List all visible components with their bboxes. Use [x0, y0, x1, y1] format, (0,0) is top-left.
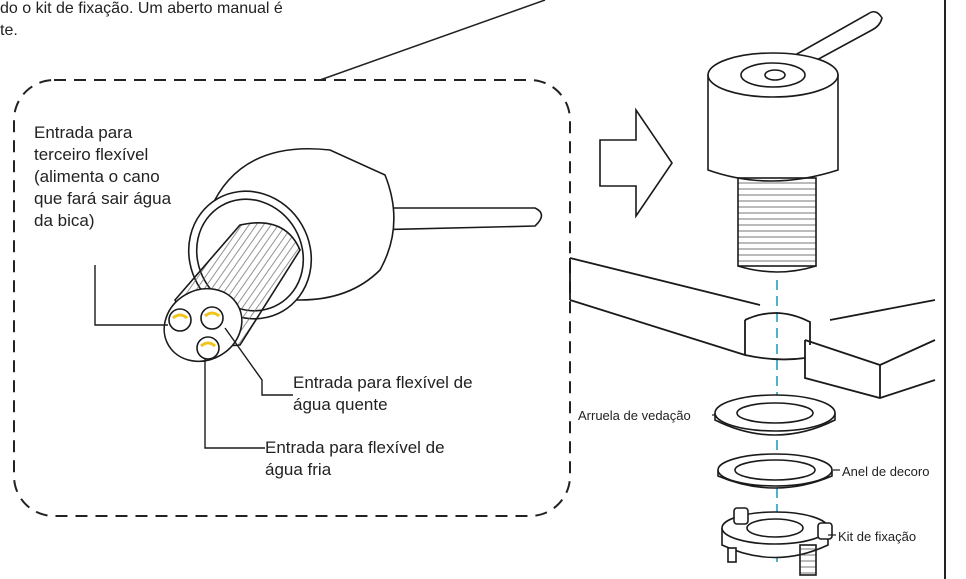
decor-ring: [717, 453, 833, 489]
label-third-line-4: que fará sair água: [34, 189, 172, 208]
intro-line-2: te.: [0, 22, 18, 39]
label-third-inlet: Entrada para terceiro flexível (alimenta…: [34, 122, 171, 232]
intro-line-1: do o kit de fixação. Um aberto manual é: [0, 0, 283, 17]
fixing-kit: [721, 507, 833, 576]
faucet-cap-hole: [764, 69, 786, 81]
label-third-line-2: terceiro flexível: [34, 145, 149, 164]
inlet-hot: [200, 306, 224, 330]
label-fixing-kit: Kit de fixação: [838, 529, 917, 544]
label-third-line-5: da bica): [34, 211, 95, 230]
inlet-third-yellow: [172, 313, 188, 320]
countertop-top-edge: [569, 257, 936, 321]
faucet-base-zoomed: [163, 148, 543, 363]
countertop: [569, 257, 936, 399]
fixing-kit-screw: [799, 544, 817, 576]
countertop-front-left: [569, 299, 746, 357]
label-hot-inlet: Entrada para flexível de água quente: [293, 372, 473, 416]
label-third-line-1: Entrada para: [34, 123, 133, 142]
side-leaders: [712, 414, 840, 536]
countertop-hole-front: [744, 354, 806, 361]
label-hot-line-1: Entrada para flexível de: [293, 373, 473, 392]
faucet-side-view: [707, 10, 883, 273]
fixing-kit-post-right: [817, 522, 833, 540]
sealing-washer: [714, 394, 836, 436]
intro-text: do o kit de fixação. Um aberto manual é …: [0, 0, 283, 42]
fixing-kit-post-left: [733, 507, 749, 525]
callout-pointer-line: [319, 0, 546, 81]
leader-hot: [224, 327, 293, 396]
countertop-hole: [744, 312, 811, 345]
fixing-kit-screw-left: [727, 547, 737, 563]
label-sealing-washer: Arruela de vedação: [578, 408, 691, 423]
leader-lines: [94, 265, 293, 449]
leader-third: [94, 265, 168, 326]
label-cold-line-2: água fria: [265, 460, 332, 479]
leader-cold: [204, 358, 265, 449]
inlet-hot-yellow: [204, 311, 220, 318]
countertop-right: [804, 339, 936, 399]
inlet-cold: [196, 336, 220, 360]
label-decor-ring: Anel de decoro: [842, 464, 930, 479]
faucet-shank: [737, 177, 817, 267]
right-arrow-icon: [599, 107, 673, 219]
inlet-third: [168, 308, 192, 332]
label-cold-line-1: Entrada para flexível de: [265, 438, 445, 457]
label-hot-line-2: água quente: [293, 395, 388, 414]
lever-handle: [367, 207, 543, 231]
inlet-cold-yellow: [200, 341, 216, 348]
label-third-line-3: (alimenta o cano: [34, 167, 160, 186]
faucet-shank-bottom: [737, 265, 817, 273]
label-cold-inlet: Entrada para flexível de água fria: [265, 437, 445, 481]
